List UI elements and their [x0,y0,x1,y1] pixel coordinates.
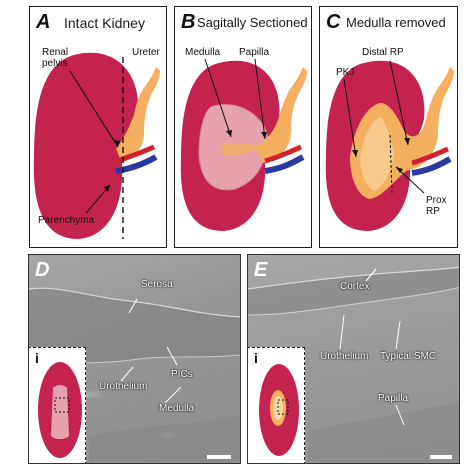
artery [411,146,449,166]
arrow [343,78,357,158]
pelvis-calyx [221,142,261,156]
arrowhead [404,138,410,145]
kidney-diagram-medulla-removed [325,60,454,232]
kidney-inset-icon [38,362,82,458]
tissue-edge [248,286,459,316]
label-papilla: Papilla [378,393,409,404]
arrowhead [226,130,232,137]
artery [264,144,302,164]
label-pkj: PKJ [336,67,355,78]
arrow [164,386,182,404]
arrow [166,346,178,366]
inset-e: i [248,347,305,463]
kidney-diagram-sectioned [180,58,307,232]
vein [115,154,158,174]
arrow [395,320,401,350]
label-urothelium: Urothelium [99,381,148,392]
cortex-band [248,267,459,315]
panel-letter: C [326,11,341,33]
panel-letter: B [181,11,196,33]
arrowhead [396,167,403,173]
vein [411,156,452,176]
label-medulla: Medulla [159,403,195,414]
label-parenchyma: Parenchyma [38,215,95,226]
scale-bar [430,455,452,459]
arrow [389,60,409,146]
arrow [120,366,134,382]
arrow [204,58,232,138]
panel-c: C Medulla removed Distal RP PKJ Prox RP [319,6,458,248]
vein [264,154,305,174]
arrow [254,58,266,140]
arrow [395,404,405,426]
inset-d: i [29,347,86,463]
panel-letter: E [254,259,268,281]
tissue-edge [29,287,240,318]
label-ureter: Ureter [132,47,160,58]
parenchyma-shape [33,52,139,240]
inset-letter: i [35,350,39,366]
panel-a: A Intact Kidney Renal pelvis Ureter Pare… [29,6,167,248]
label-medulla: Medulla [185,47,221,58]
kidney-diagram-intact [33,52,160,240]
arrow [85,184,111,214]
panel-title: Intact Kidney [64,15,145,31]
micrograph-d: D Serosa Urothelium PICs Medulla i [28,254,241,464]
panel-b: B Sagitally Sectioned Medulla Papilla [174,6,312,248]
scale-bar [207,455,231,459]
label-papilla: Papilla [239,47,270,58]
medulla-band [89,415,240,463]
micrograph-e: E Cortex Urothelium Typical SMC Papilla … [247,254,460,464]
label-serosa: Serosa [141,279,173,290]
label-prox-rp: Prox RP [426,195,447,217]
inset-letter: i [254,350,258,366]
pelvis-shape [255,67,307,163]
tissue-texture [248,266,459,463]
arrow [128,298,138,314]
label-typical-smc: Typical SMC [380,351,437,362]
urothelium-band [29,288,240,363]
arrowhead [114,140,120,147]
label-cortex: Cortex [340,281,370,292]
label-renal-pelvis: Renal pelvis [42,47,69,69]
arrow [339,314,345,350]
label-pics: PICs [171,369,193,380]
artery [115,144,155,164]
arrowhead [261,132,267,139]
panel-letter: A [36,11,51,33]
label-distal-rp: Distal RP [362,47,404,58]
arrow [365,268,377,282]
papilla-band [308,401,459,463]
pelvis-shape [116,67,160,163]
panel-title: Sagitally Sectioned [197,15,308,30]
arrow [69,70,119,148]
tissue-edge [248,266,459,290]
panel-letter: D [35,259,50,281]
kidney-inset-icon [259,364,299,456]
panel-title: Medulla removed [346,15,446,30]
arrowhead [104,185,110,192]
pelvis-inner [360,117,394,191]
label-urothelium: Urothelium [320,351,369,362]
arrowhead [352,150,358,157]
tissue-texture [29,287,240,463]
